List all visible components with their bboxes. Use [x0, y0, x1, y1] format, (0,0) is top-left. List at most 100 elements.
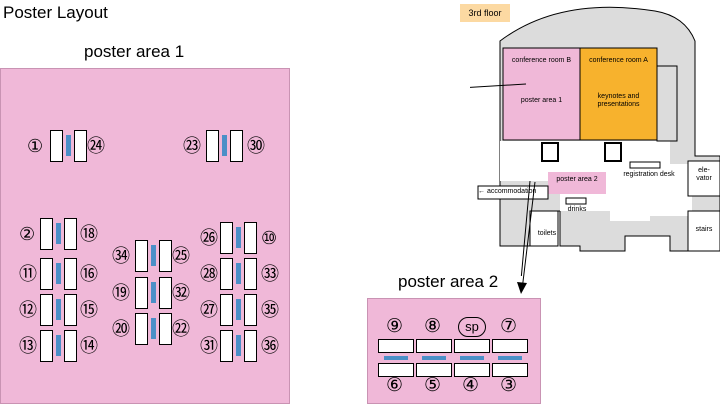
- poster-number: ㉕: [172, 246, 190, 266]
- poster-number: ⑥: [386, 375, 404, 396]
- conference-room-b: [502, 47, 581, 141]
- page-title: Poster Layout: [3, 3, 108, 22]
- poster-board: [40, 294, 53, 326]
- toilets-label: toilets: [537, 230, 557, 237]
- poster-number: ⑱: [80, 224, 98, 244]
- poster-divider: [236, 299, 241, 320]
- poster-board: [135, 240, 148, 272]
- poster-number: ㉚: [247, 136, 265, 156]
- poster-number: ㉜: [172, 283, 190, 303]
- poster-divider: [56, 335, 61, 356]
- poster-number: ⑨: [386, 316, 404, 337]
- poster-number: ㉖: [200, 228, 218, 248]
- poster-number: ⑬: [19, 336, 37, 356]
- poster-number: ⑪: [19, 264, 37, 284]
- poster-divider: [56, 223, 61, 244]
- room-b-label: conference room B: [511, 57, 572, 64]
- poster-number: ⑲: [112, 283, 130, 303]
- poster-board: [244, 258, 257, 290]
- poster-divider: [384, 356, 408, 360]
- poster-board: [206, 130, 219, 162]
- poster-board: [135, 313, 148, 345]
- poster-number: ⑩: [261, 228, 278, 248]
- poster-divider: [151, 245, 156, 266]
- poster-board: [454, 363, 490, 377]
- poster-divider: [151, 282, 156, 303]
- poster-number: ㉞: [112, 246, 130, 266]
- poster-divider: [236, 335, 241, 356]
- poster-number: ③: [500, 375, 518, 396]
- room-a-label: conference room A: [589, 57, 648, 64]
- poster-board: [220, 330, 233, 362]
- registration-desk-label: registration desk: [623, 171, 675, 178]
- poster-number: ①: [27, 136, 44, 156]
- poster-board: [378, 363, 414, 377]
- poster-number: ⑯: [80, 264, 98, 284]
- poster-number: ④: [462, 375, 480, 396]
- floor-badge: 3rd floor: [460, 4, 510, 22]
- poster-number: ⑳: [112, 319, 130, 339]
- area2-label: poster area 2: [398, 272, 499, 291]
- poster-board: [159, 277, 172, 309]
- poster-board: [64, 258, 77, 290]
- poster-board: [230, 130, 243, 162]
- poster-divider: [222, 135, 227, 156]
- poster-divider: [56, 263, 61, 284]
- poster-number: ㊱: [261, 336, 279, 356]
- poster-board: [454, 339, 490, 353]
- room-b-poster-label: poster area 1: [520, 97, 563, 104]
- poster-board: [50, 130, 63, 162]
- poster-number: ⑭: [80, 336, 98, 356]
- stairs-label: stairs: [695, 226, 713, 233]
- poster-number: ㉒: [172, 319, 190, 339]
- poster-divider: [56, 299, 61, 320]
- poster-number: ②: [19, 224, 36, 244]
- poster-board: [244, 330, 257, 362]
- poster-board: [220, 294, 233, 326]
- poster-board: [40, 330, 53, 362]
- accommodation-label: ← accommodation: [478, 188, 537, 195]
- poster-board: [244, 222, 257, 254]
- poster-divider: [498, 356, 522, 360]
- poster-divider: [460, 356, 484, 360]
- poster-divider: [236, 263, 241, 284]
- poster-board: [159, 313, 172, 345]
- poster-number: ⑤: [424, 375, 442, 396]
- poster-number: ⑫: [19, 300, 37, 320]
- elevator-label: ele- vator: [696, 167, 712, 182]
- poster-board: [135, 277, 148, 309]
- poster-board: [40, 258, 53, 290]
- poster-board: [220, 258, 233, 290]
- poster-board: [40, 218, 53, 250]
- poster-board: [492, 363, 528, 377]
- poster-number: ㉝: [261, 264, 279, 284]
- poster-number: ㉟: [261, 300, 279, 320]
- poster-board: [159, 240, 172, 272]
- poster-divider: [422, 356, 446, 360]
- poster-number: ㉛: [200, 336, 218, 356]
- poster-board: [64, 330, 77, 362]
- floor-plan: [470, 6, 720, 276]
- poster-board: [492, 339, 528, 353]
- poster-board: [378, 339, 414, 353]
- poster-number: ⑦: [500, 316, 518, 337]
- poster-board: [74, 130, 87, 162]
- poster-board: [64, 218, 77, 250]
- poster-board: [416, 363, 452, 377]
- area1-label: poster area 1: [84, 42, 185, 61]
- poster-number: ⑮: [80, 300, 98, 320]
- poster-divider: [236, 227, 241, 248]
- poster-board: [64, 294, 77, 326]
- poster-divider: [151, 318, 156, 339]
- floorplan-poster-area-2-label: poster area 2: [556, 176, 598, 183]
- poster-board: [244, 294, 257, 326]
- poster-number: ⑧: [424, 316, 442, 337]
- poster-board: [220, 222, 233, 254]
- poster-number: ㉘: [200, 264, 218, 284]
- poster-board: [416, 339, 452, 353]
- drinks-label: drinks: [567, 206, 587, 213]
- poster-number: sp: [458, 317, 486, 337]
- poster-number: ㉔: [87, 136, 105, 156]
- arrow-to-area2: [517, 181, 536, 294]
- poster-divider: [66, 135, 71, 156]
